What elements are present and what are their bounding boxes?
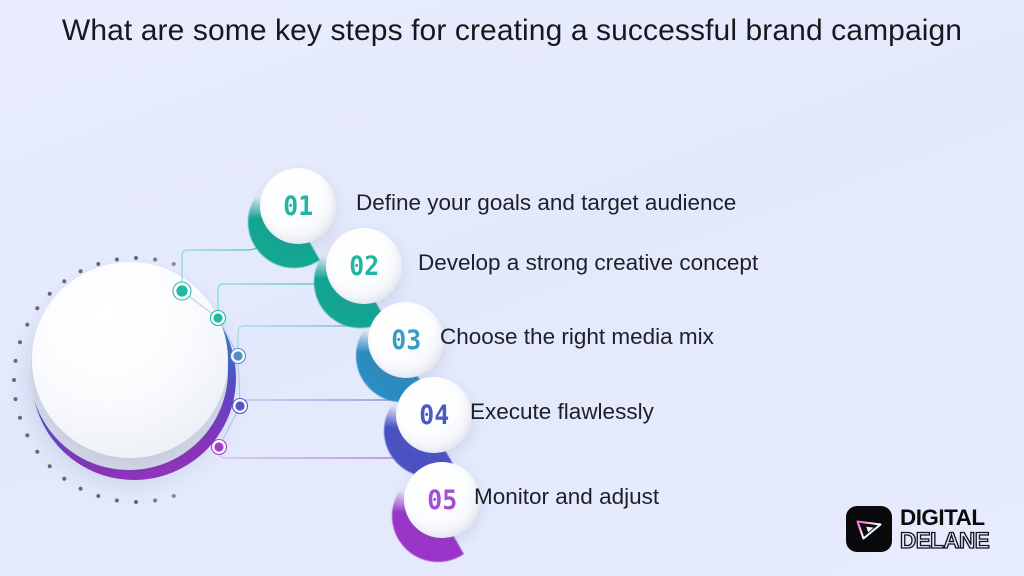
logo-text-primary: DIGITAL xyxy=(900,504,985,530)
step-number-3: 03 xyxy=(391,324,421,356)
play-triangle-icon xyxy=(846,506,892,552)
step-number-4: 04 xyxy=(419,399,449,431)
step-disc-3: 03 xyxy=(356,302,452,402)
step-label-2: Develop a strong creative concept xyxy=(418,250,759,275)
step-number-1: 01 xyxy=(283,190,313,222)
step-number-2: 02 xyxy=(349,250,379,282)
play-triangle-glyph xyxy=(856,520,882,540)
step-disc-face-2: 02 xyxy=(326,228,402,304)
step-disc-face-5: 05 xyxy=(404,462,480,538)
step-disc-5: 05 xyxy=(392,462,488,562)
logo-wordmark: DIGITAL DELANE xyxy=(899,504,990,553)
step-disc-face-1: 01 xyxy=(260,168,336,244)
step-label-1: Define your goals and target audience xyxy=(356,190,737,215)
step-label-4: Execute flawlessly xyxy=(470,399,654,424)
step-number-5: 05 xyxy=(427,484,457,516)
step-label-3: Choose the right media mix xyxy=(440,324,714,349)
step-disc-face-3: 03 xyxy=(368,302,444,378)
central-sphere-group xyxy=(6,250,266,510)
logo-text-secondary: DELANE xyxy=(899,527,990,553)
page-title: What are some key steps for creating a s… xyxy=(61,14,963,47)
step-label-5: Monitor and adjust xyxy=(474,484,660,509)
step-disc-face-4: 04 xyxy=(396,377,472,453)
brand-logo[interactable]: DIGITAL DELANE xyxy=(846,504,1006,554)
sphere-body xyxy=(32,262,228,458)
dotted-ring-decoration xyxy=(12,256,176,504)
step-disc-4: 04 xyxy=(384,377,480,477)
